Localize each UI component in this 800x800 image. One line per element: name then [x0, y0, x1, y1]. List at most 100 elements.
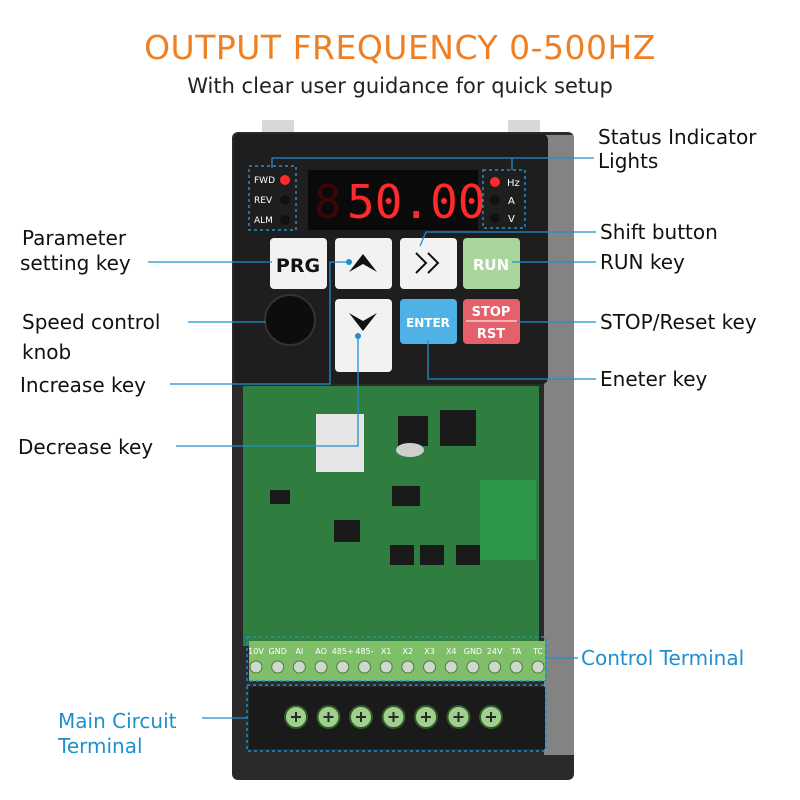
display-readout: 50.00 [347, 175, 485, 229]
terminal-screw-icon[interactable] [509, 660, 523, 674]
terminal-screw-icon[interactable] [466, 660, 480, 674]
label-decrease-key: Decrease key [18, 435, 154, 459]
label-control-terminal: Control Terminal [581, 646, 745, 670]
control-terminal-label: AI [295, 647, 303, 656]
screw-slot-icon [486, 712, 496, 722]
control-terminal-label: AO [315, 647, 327, 656]
label-status-indicator-2: Lights [598, 149, 659, 173]
chip-secondary [398, 416, 428, 446]
indicator-label-alm: ALM [254, 216, 273, 226]
hz-led-icon [490, 177, 500, 187]
callout-lines [148, 157, 596, 719]
chip-e [270, 490, 290, 504]
indicator-label-v: V [508, 214, 515, 225]
right-indicator-highlight [482, 169, 526, 229]
terminal-screw-icon[interactable] [531, 660, 545, 674]
control-terminal-label: 24V [487, 647, 503, 656]
top-clip-left [262, 120, 294, 134]
page-title: OUTPUT FREQUENCY 0-500HZ [144, 28, 656, 67]
label-run-key: RUN key [600, 250, 685, 274]
rst-button-label: RST [477, 327, 505, 342]
control-terminal-label: 485- [355, 647, 373, 656]
terminal-screw-icon[interactable] [336, 660, 350, 674]
screw-slot-icon [453, 712, 464, 722]
terminal-screw-icon[interactable] [357, 660, 371, 674]
control-terminal-label: X4 [446, 647, 457, 656]
chip-a [334, 520, 360, 542]
enter-button[interactable] [400, 299, 457, 344]
indicator-label-hz: Hz [507, 178, 520, 189]
a-led-icon [490, 195, 500, 205]
screw-slot-icon [291, 712, 301, 722]
label-increase-key: Increase key [20, 373, 147, 397]
chip-main [440, 410, 476, 446]
label-shift-button: Shift button [600, 220, 718, 244]
control-terminal-label: X3 [424, 647, 435, 656]
v-led-icon [490, 213, 500, 223]
left-status-indicators: FWD REV ALM [254, 175, 290, 226]
control-terminal-label: 10V [248, 647, 264, 656]
shift-callout-line [419, 231, 596, 247]
control-terminal-label: TA [510, 647, 521, 656]
label-stop-reset-key: STOP/Reset key [600, 310, 757, 334]
screw-slot-icon [421, 712, 431, 722]
terminal-screw-icon[interactable] [379, 660, 393, 674]
control-terminal-label: GND [464, 647, 482, 656]
label-status-indicator-1: Status Indicator [598, 125, 757, 149]
terminal-screw-icon[interactable] [271, 660, 285, 674]
daughter-board [480, 480, 536, 560]
top-clip-right [508, 120, 540, 134]
indicator-label-fwd: FWD [254, 176, 275, 186]
chip-d [456, 545, 480, 565]
double-chevron-right-icon [415, 252, 440, 274]
enter-button-label: ENTER [406, 316, 450, 330]
run-button[interactable] [463, 238, 520, 289]
terminal-screw-icon[interactable] [292, 660, 306, 674]
arrow-up-icon [349, 254, 377, 272]
chip-c [420, 545, 444, 565]
board-label-sticker [316, 414, 364, 472]
page-subtitle: With clear user guidance for quick setup [187, 74, 613, 98]
right-status-indicators: Hz A V [490, 177, 520, 225]
decrease-button[interactable] [335, 299, 392, 372]
label-speed-2: knob [22, 340, 72, 364]
control-terminal-label: X1 [381, 647, 392, 656]
terminal-screw-icon[interactable] [444, 660, 458, 674]
rev-led-icon [280, 195, 290, 205]
control-terminal-label: X2 [403, 647, 414, 656]
control-terminal-label: TC [532, 647, 543, 656]
control-terminal-highlight [246, 636, 547, 682]
label-parameter-2: setting key [20, 251, 131, 275]
terminal-screw-icon[interactable] [314, 660, 328, 674]
terminal-screw-icon[interactable] [423, 660, 437, 674]
label-speed-1: Speed control [22, 310, 161, 334]
status-callout-line [271, 157, 594, 168]
indicator-label-a: A [508, 196, 515, 207]
screw-slot-icon [356, 712, 366, 722]
side-panel [544, 135, 574, 755]
stop-button-label: STOP [472, 305, 511, 320]
terminal-screw-icon[interactable] [488, 660, 502, 674]
increase-callout-dot [346, 259, 352, 265]
screw-slot-icon [323, 712, 334, 722]
terminal-screw-icon[interactable] [249, 660, 263, 674]
enter-callout-line [427, 340, 596, 380]
run-button-label: RUN [473, 256, 509, 274]
callout-dots [346, 259, 361, 339]
prg-button[interactable] [270, 238, 327, 289]
main-terminal-screws [284, 705, 503, 729]
shift-button[interactable] [400, 238, 457, 289]
terminal-screw-icon[interactable] [401, 660, 415, 674]
label-parameter-1: Parameter [22, 226, 127, 250]
arrow-down-icon [349, 313, 377, 331]
speed-control-knob[interactable] [264, 294, 316, 346]
alm-led-icon [280, 215, 290, 225]
indicator-label-rev: REV [254, 196, 273, 206]
decrease-callout-dot [355, 333, 361, 339]
label-enter-key: Eneter key [600, 367, 708, 391]
control-terminal-label: 485+ [332, 647, 354, 656]
chip-b [390, 545, 414, 565]
vfd-device: 50.00 8 FWD REV ALM Hz A V PRG [232, 120, 574, 780]
